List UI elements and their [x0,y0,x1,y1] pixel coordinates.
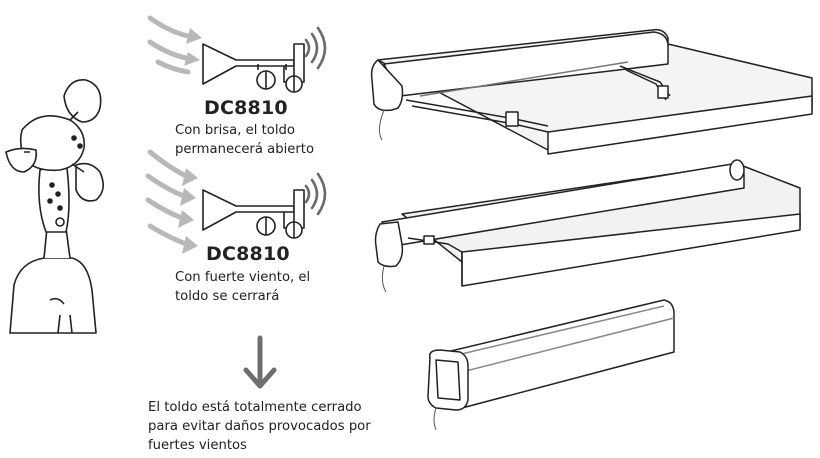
anemometer-icon [5,79,104,334]
model-label-2: DC8810 [206,243,290,265]
breeze-caption-line-1: Con brisa, el toldo [175,123,295,138]
strong-wind-caption-line-1: Con fuerte viento, el [175,270,311,285]
breeze-caption: Con brisa, el toldo permanecerá abierto [175,121,314,159]
closed-caption: El toldo está totalmente cerrado para ev… [148,398,371,455]
closed-caption-line-2: para evitar daños provocados por [148,419,371,434]
signal-waves-icon [304,26,327,70]
awning-half-illustration [374,159,801,293]
signal-waves-icon-2 [304,172,327,216]
down-arrow-icon [243,335,277,389]
closed-caption-line-1: El toldo está totalmente cerrado [148,400,362,415]
wind-sensor-device-icon [202,43,305,93]
breeze-wind-icon [147,15,202,75]
model-label-1: DC8810 [204,97,288,119]
awning-open-illustration [370,28,813,155]
awning-closed-illustration [427,299,675,431]
strong-wind-caption: Con fuerte viento, el toldo se cerrará [175,268,310,306]
strong-wind-icon [145,149,198,254]
wind-sensor-device-icon-2 [202,189,305,239]
closed-caption-line-3: fuertes vientos [148,438,247,453]
breeze-caption-line-2: permanecerá abierto [175,142,315,157]
strong-wind-caption-line-2: toldo se cerrará [175,289,280,304]
